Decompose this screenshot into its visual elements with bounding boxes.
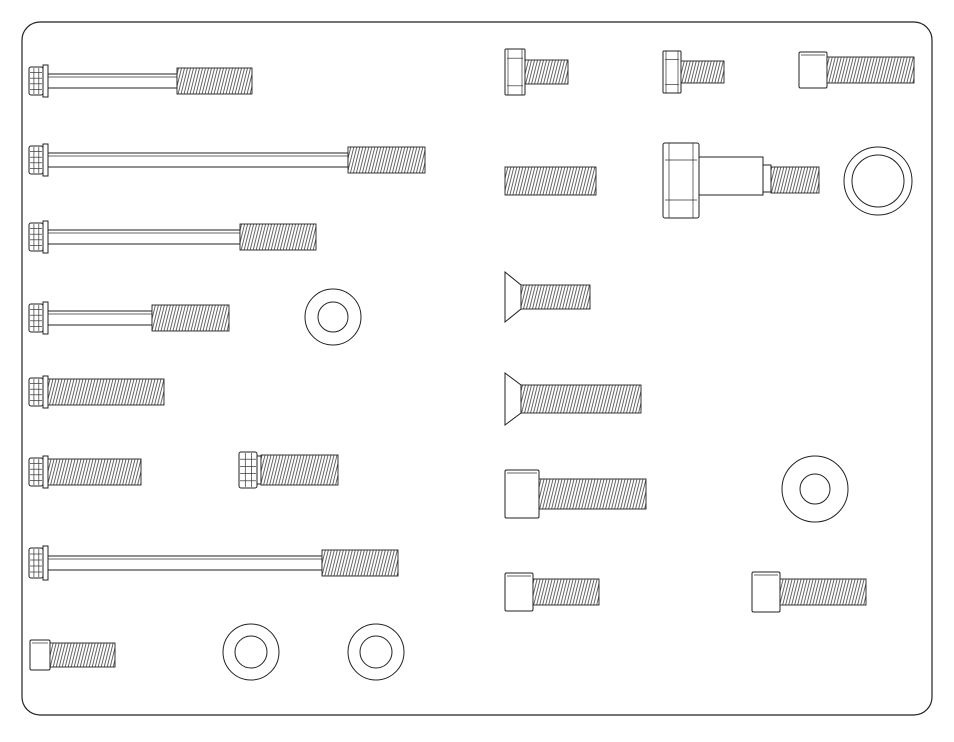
socket-cap-screw-icon bbox=[799, 52, 914, 88]
socket-cap-screw-icon bbox=[30, 640, 115, 670]
washer-icon bbox=[782, 456, 848, 522]
twelve-point-bolt-icon bbox=[239, 452, 338, 488]
washer-icon bbox=[305, 289, 361, 345]
threaded-stud-icon bbox=[505, 167, 596, 195]
washer-icon bbox=[348, 624, 404, 680]
sheet-border bbox=[22, 22, 932, 715]
washer-icon bbox=[844, 147, 912, 215]
socket-cap-screw-icon bbox=[505, 573, 599, 611]
washer-icon bbox=[223, 624, 279, 680]
twelve-point-flange-bolt-icon bbox=[29, 456, 141, 488]
twelve-point-flange-bolt-icon bbox=[29, 376, 164, 408]
